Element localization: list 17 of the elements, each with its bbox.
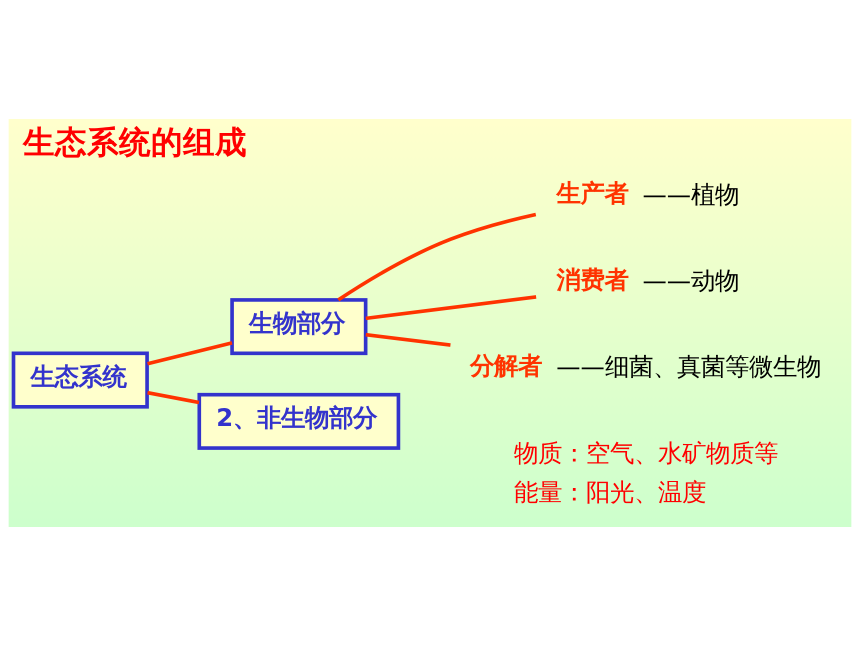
connector [337,212,536,301]
diagram-title: 生态系统的组成 [23,124,248,160]
node-label: ——细菌、真菌等微生物 [556,352,821,381]
node-label: ——植物 [642,179,740,208]
connector [366,332,451,346]
node-box: 生态系统 [12,351,149,408]
node-label: ——动物 [642,266,740,294]
connector [147,340,232,366]
connector [366,294,536,320]
node-box: 生物部分 [230,298,368,355]
connector [147,390,200,404]
node-box: 2、非生物部分 [197,392,400,450]
node-text: 消费者 [556,264,628,294]
node-text: 分解者 [470,350,542,380]
node-text: 生产者 [556,178,628,208]
label: 能量：阳光、温度 [514,476,706,506]
label: 物质：空气、水矿物质等 [514,438,778,467]
